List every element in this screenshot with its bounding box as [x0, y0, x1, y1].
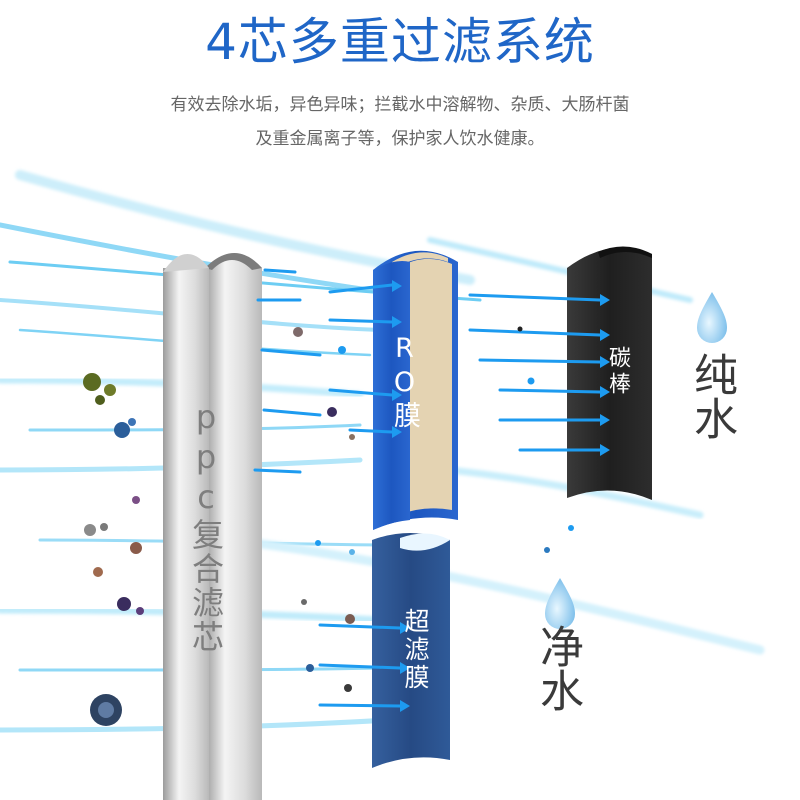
description-line-2: 及重金属离子等，保护家人饮水健康。: [255, 129, 545, 149]
uf-membrane-cartridge: [372, 533, 450, 768]
description-line-1: 有效去除水垢，异色异味；拦截水中溶解物、杂质、大肠杆菌: [170, 95, 630, 115]
clean-water-label: 净水: [532, 624, 583, 712]
flow-arrows: [253, 268, 602, 708]
arrow-heads: [392, 280, 610, 712]
pure-water-label: 纯水: [686, 352, 737, 440]
water-drop-icon: [545, 578, 575, 629]
carbon-rod-label: 碳棒: [605, 346, 630, 398]
ppc-filter-label: ppc复合滤芯: [187, 398, 225, 654]
bacteria-icon: [114, 422, 130, 438]
impurity-particles: [83, 326, 574, 726]
uf-membrane-label: 超滤膜: [401, 608, 430, 692]
ro-membrane-label: RO膜: [389, 333, 420, 431]
water-drop-icon: [697, 292, 727, 343]
ppc-filter-cartridge: [163, 253, 262, 800]
page-title: 4芯多重过滤系统: [205, 13, 595, 71]
carbon-rod-cartridge: [567, 246, 652, 500]
bacteria-icon: [83, 373, 101, 391]
